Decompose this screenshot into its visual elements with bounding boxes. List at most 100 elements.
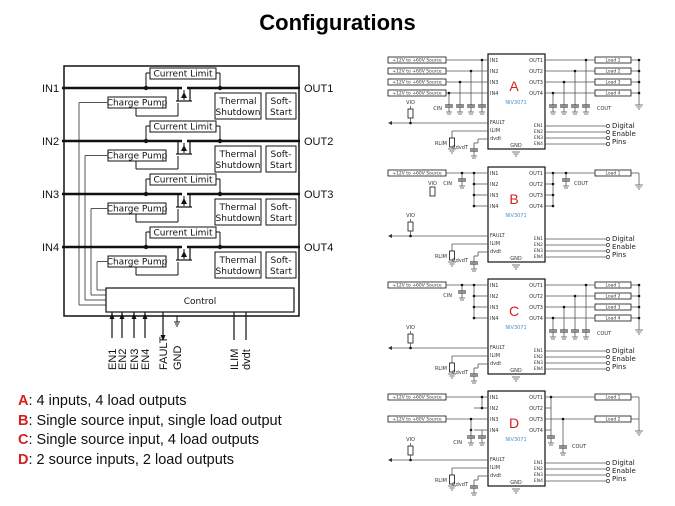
en-pin-label: EN2	[534, 466, 543, 472]
ctrl-pin-label: dvdt	[490, 361, 501, 367]
bottom-pin-label: GND	[172, 346, 184, 371]
load-label: Load 1	[605, 283, 620, 289]
bottom-pin-label: ILIM	[229, 349, 241, 370]
cin-label: CIN	[433, 106, 442, 112]
in-pin-label: IN4	[490, 204, 498, 210]
junction-dot	[472, 305, 476, 309]
en-pin-label: EN4	[534, 254, 543, 260]
junction-dot	[637, 283, 641, 287]
enable-terminal	[606, 361, 610, 365]
input-pin-label: IN3	[42, 189, 59, 201]
junction-dot	[551, 182, 555, 186]
vio-label: VIO	[406, 100, 415, 106]
load-label: Load 3	[605, 80, 620, 86]
bottom-pin-label: EN3	[129, 349, 141, 370]
enable-terminal	[606, 467, 610, 471]
junction-dot	[217, 85, 223, 91]
arrow-left-icon	[388, 346, 392, 350]
soft-start-block	[265, 251, 297, 279]
thermal-shutdown-block	[214, 145, 262, 173]
gnd-pin-label: GND	[510, 480, 522, 486]
junction-dot	[472, 204, 476, 208]
junction-dot	[551, 204, 555, 208]
rlim-label: RLIM	[435, 366, 447, 372]
output-pin-label: OUT3	[304, 189, 333, 201]
out-pin-label: OUT4	[529, 91, 543, 97]
junction-dot	[460, 171, 464, 175]
in-pin-label: IN1	[490, 171, 498, 177]
source-label: +12V to +60V Source	[392, 80, 442, 86]
bottom-pin-en3: EN3	[129, 312, 141, 370]
digital-label: Enable	[612, 130, 636, 138]
digital-label: Enable	[612, 355, 636, 363]
legend-item-b: B: Single source input, single load outp…	[18, 412, 282, 429]
control-block	[105, 287, 295, 313]
junction-dot	[217, 191, 223, 197]
pullup-resistor	[429, 186, 436, 197]
input-pin-label: IN2	[42, 136, 59, 148]
enable-terminal	[606, 473, 610, 477]
junction-dot	[551, 316, 555, 320]
ctrl-pin-label: FAULT	[490, 457, 506, 463]
gnd-pin-label: GND	[510, 143, 522, 149]
junction-dot	[584, 283, 588, 287]
out-pin-label: OUT4	[529, 316, 543, 322]
ic-body	[487, 166, 546, 263]
junction-dot	[549, 395, 553, 399]
enable-terminal	[606, 479, 610, 483]
soft-start-block	[265, 198, 297, 226]
start-label: Start	[270, 161, 292, 171]
load-label: Load 1	[605, 58, 620, 64]
junction-dot	[472, 316, 476, 320]
out-pin-label: OUT1	[529, 58, 543, 64]
bottom-pin-en4: EN4	[140, 312, 152, 370]
out-pin-label: OUT2	[529, 69, 543, 75]
legend-item-d: D: 2 source inputs, 2 load outputs	[18, 451, 235, 468]
junction-dot	[217, 138, 223, 144]
en-pin-label: EN3	[534, 472, 543, 478]
vio-label: VIO	[406, 437, 415, 443]
ic-body	[487, 53, 546, 150]
load-label: Load 2	[605, 294, 620, 300]
part-number: NIV3071	[505, 213, 526, 219]
pullup-resistor	[407, 445, 414, 456]
enable-terminal	[606, 349, 610, 353]
charge-pump-label: Charge Pump	[107, 99, 168, 109]
output-pin-label: OUT2	[304, 136, 333, 148]
enable-terminal	[606, 243, 610, 247]
source-label: +12V to +60V Source	[392, 171, 442, 177]
out-pin-label: OUT3	[529, 80, 543, 86]
thermal-label: Thermal	[218, 203, 256, 213]
cin-label: CIN	[443, 181, 452, 187]
ctrl-pin-label: ILIM	[490, 465, 500, 471]
ctrl-pin-label: dvdt	[490, 249, 501, 255]
output-pin-label: OUT1	[304, 83, 333, 95]
en-pin-label: EN4	[534, 478, 543, 484]
gnd-pin-label: GND	[510, 368, 522, 374]
ic-body	[487, 278, 546, 375]
en-pin-label: EN2	[534, 129, 543, 135]
en-pin-label: EN3	[534, 248, 543, 254]
thermal-label: Thermal	[218, 256, 256, 266]
junction-dot	[143, 191, 149, 197]
out-pin-label: OUT2	[529, 294, 543, 300]
rlim-label: RLIM	[435, 254, 447, 260]
input-pin-label: IN1	[42, 83, 59, 95]
arrow-up-icon	[131, 313, 137, 319]
ctrl-pin-label: FAULT	[490, 120, 506, 126]
junction-dot	[409, 346, 412, 350]
enable-terminal	[606, 367, 610, 371]
source-label: +12V to +60V Source	[392, 283, 442, 289]
part-number: NIV3071	[505, 100, 526, 106]
shutdown-label: Shutdown	[216, 214, 261, 224]
cdvdt-label: CdvdT	[452, 145, 469, 151]
gnd-pin-label: GND	[510, 256, 522, 262]
current-limit-label: Current Limit	[154, 229, 213, 239]
en-pin-label: EN1	[534, 460, 543, 466]
shutdown-label: Shutdown	[216, 161, 261, 171]
cdvdt-label: CdvdT	[452, 258, 469, 264]
en-pin-label: EN1	[534, 348, 543, 354]
current-limit-label: Current Limit	[154, 176, 213, 186]
